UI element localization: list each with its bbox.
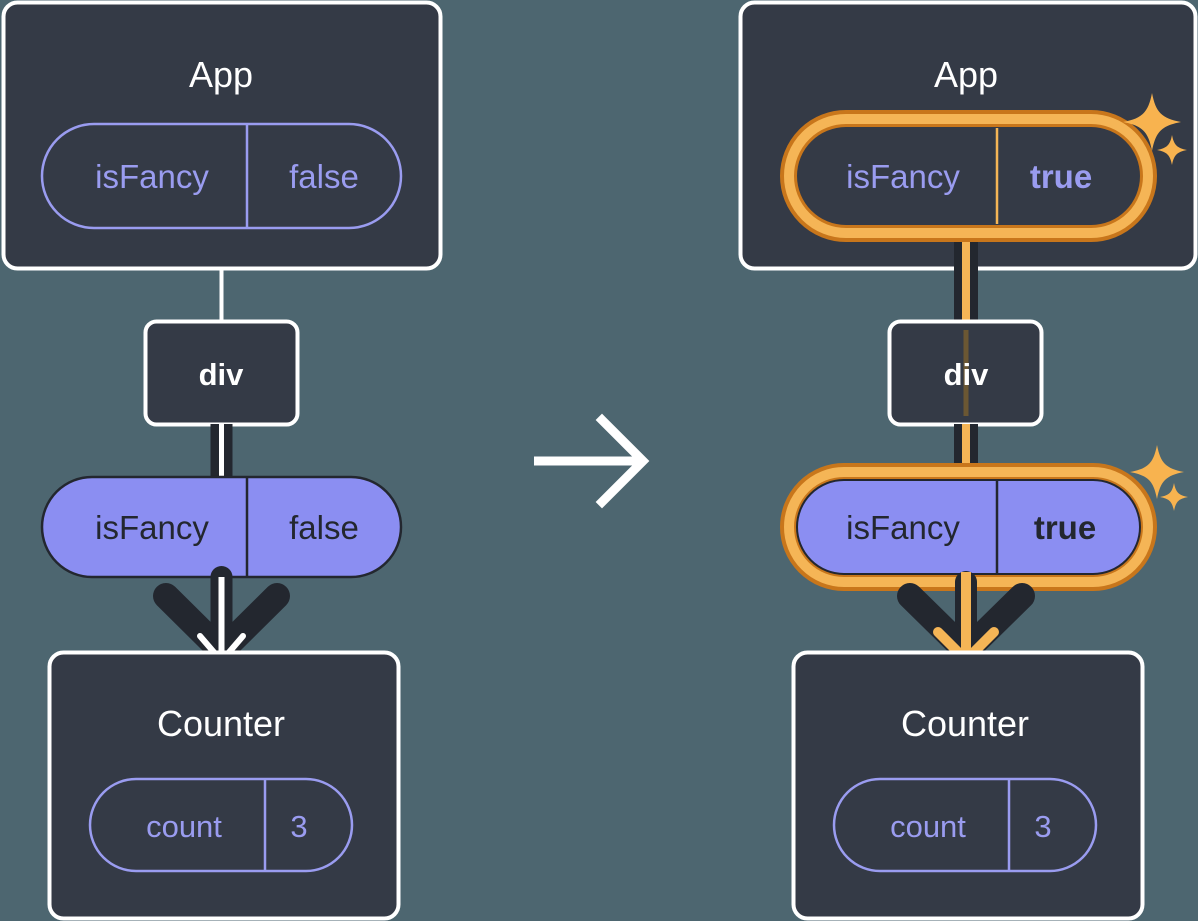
div-label-before: div [199, 357, 245, 392]
counter-title-after: Counter [901, 703, 1029, 744]
pill-value: false [289, 158, 359, 195]
pill-outline [88, 777, 354, 873]
counter-state-pill-before: count 3 [88, 777, 354, 873]
pill-outline [832, 777, 1098, 873]
pill-key: isFancy [846, 509, 960, 546]
prop-pill-before: isFancy false [40, 475, 403, 579]
counter-title-before: Counter [157, 703, 285, 744]
edge-prop-to-counter-before [153, 566, 290, 664]
highlight-ring-inner [784, 114, 1153, 238]
sparkle-small-icon [1160, 483, 1188, 511]
counter-state-pill-after: count 3 [832, 777, 1098, 873]
prop-pill-after: isFancy true [780, 463, 1157, 591]
app-box-before: App [1, 0, 443, 271]
pill-key: isFancy [846, 158, 960, 195]
app-state-pill-after: isFancy true [780, 110, 1157, 242]
div-box-before: div [143, 319, 300, 427]
app-title-before: App [189, 54, 253, 95]
pill-key: count [890, 809, 966, 844]
app-state-pill-before: isFancy false [40, 122, 403, 230]
pill-value: true [1034, 509, 1096, 546]
pill-value: 3 [1034, 809, 1051, 844]
counter-box-before: Counter count 3 [47, 650, 401, 921]
div-box-after: div [887, 319, 1044, 427]
panel-after: App isFancy true [738, 0, 1198, 921]
pill-key: isFancy [95, 509, 209, 546]
pill-value: true [1030, 158, 1092, 195]
app-title-after: App [934, 54, 998, 95]
panel-before: App isFancy false div [1, 0, 443, 921]
pill-outline [40, 122, 403, 230]
pill-value: false [289, 509, 359, 546]
pill-key: isFancy [95, 158, 209, 195]
pill-value: 3 [290, 809, 307, 844]
div-label-after: div [944, 357, 990, 392]
pill-key: count [146, 809, 222, 844]
transition-arrow [534, 413, 650, 509]
counter-box-after: Counter count 3 [791, 650, 1145, 921]
pill-body [797, 127, 1140, 225]
